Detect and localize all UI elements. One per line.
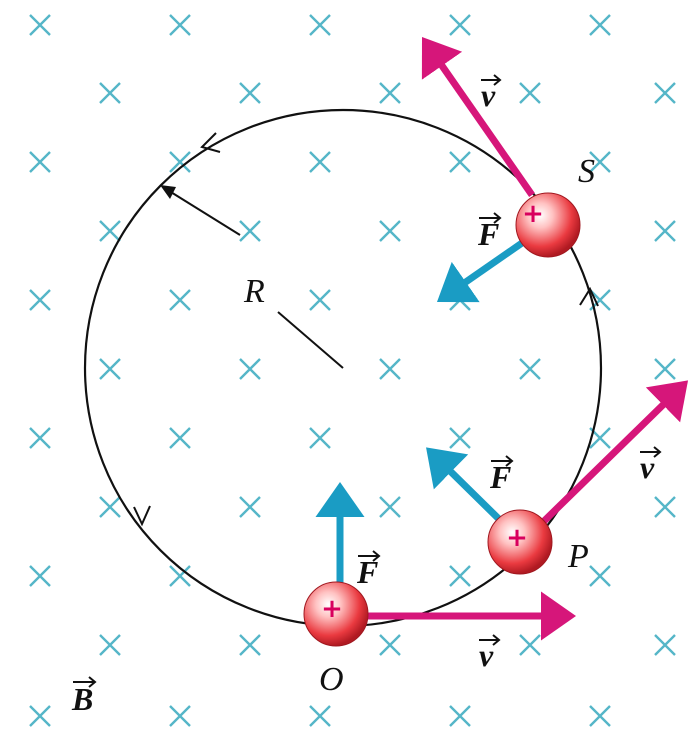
- svg-text:F: F: [356, 554, 378, 590]
- charge-sign-S: +: [522, 199, 544, 229]
- cross-icon: [169, 427, 191, 449]
- cross-icon: [654, 220, 676, 242]
- cross-icon: [309, 14, 331, 36]
- vector-arrow-icon: [491, 455, 514, 467]
- vector-arrow-icon: [479, 212, 502, 224]
- cross-icon: [379, 634, 401, 656]
- cross-icon: [654, 82, 676, 104]
- force-label-S: F: [477, 212, 502, 252]
- vector-arrow-icon: [73, 676, 97, 688]
- cross-icon: [29, 151, 51, 173]
- svg-text:F: F: [489, 459, 511, 495]
- velocity-arrow-S: [421, 37, 535, 197]
- svg-text:F: F: [477, 216, 499, 252]
- charge-P: +: [487, 509, 553, 575]
- cross-icon: [654, 358, 676, 380]
- charge-O: +: [303, 581, 369, 647]
- cross-icon: [449, 289, 471, 311]
- velocity-arrow-P: [537, 380, 689, 528]
- cross-icon: [309, 151, 331, 173]
- svg-text:v: v: [640, 449, 655, 485]
- radius-line-upper: [165, 188, 241, 236]
- cross-icon: [29, 14, 51, 36]
- cross-icon: [379, 220, 401, 242]
- direction-chevron-top-icon: [200, 132, 221, 153]
- cross-icon: [99, 82, 121, 104]
- cross-icon: [169, 705, 191, 727]
- cross-icon: [519, 82, 541, 104]
- charge-S: +: [515, 192, 581, 258]
- cross-icon: [169, 14, 191, 36]
- cross-icon: [239, 496, 261, 518]
- cross-icon: [99, 220, 121, 242]
- vector-arrow-icon: [479, 634, 501, 646]
- charge-sign-P: +: [506, 523, 528, 553]
- point-P-label: P: [567, 538, 589, 575]
- cross-icon: [99, 634, 121, 656]
- field-label-B: B: [71, 676, 97, 717]
- cross-icon: [379, 358, 401, 380]
- point-O-label: O: [319, 661, 344, 698]
- force-label-O: F: [356, 550, 381, 590]
- point-S-label: S: [578, 153, 595, 190]
- svg-text:B: B: [71, 681, 93, 717]
- cross-icon: [654, 634, 676, 656]
- cross-icon: [169, 289, 191, 311]
- magnetic-field-marks: [29, 14, 676, 727]
- radius-label: R: [243, 273, 265, 310]
- vector-arrow-icon: [481, 74, 502, 86]
- velocity-label-P: v: [640, 446, 662, 485]
- cross-icon: [239, 82, 261, 104]
- cross-icon: [29, 705, 51, 727]
- velocity-label-S: v: [481, 74, 502, 113]
- cross-icon: [169, 565, 191, 587]
- cross-icon: [379, 496, 401, 518]
- cross-icon: [589, 151, 611, 173]
- cross-icon: [654, 496, 676, 518]
- cross-icon: [29, 289, 51, 311]
- direction-chevron-right-icon: [579, 286, 599, 307]
- charge-sign-O: +: [321, 594, 343, 624]
- force-arrow-P: [426, 447, 508, 528]
- cross-icon: [99, 358, 121, 380]
- svg-text:v: v: [479, 637, 494, 673]
- vector-arrow-icon: [358, 550, 381, 562]
- cross-icon: [239, 220, 261, 242]
- radius-line-lower: [277, 311, 344, 369]
- cross-icon: [449, 565, 471, 587]
- direction-chevron-left-icon: [133, 505, 151, 527]
- cross-icon: [99, 496, 121, 518]
- force-arrow-S: [436, 240, 524, 303]
- cross-icon: [519, 634, 541, 656]
- cross-icon: [29, 565, 51, 587]
- velocity-label-O: v: [479, 634, 501, 673]
- cross-icon: [519, 358, 541, 380]
- cross-icon: [449, 705, 471, 727]
- cross-icon: [239, 358, 261, 380]
- cross-icon: [449, 427, 471, 449]
- svg-text:v: v: [481, 77, 496, 113]
- cross-icon: [239, 634, 261, 656]
- radius-arrowhead-icon: [160, 185, 176, 199]
- cross-icon: [169, 151, 191, 173]
- cross-icon: [379, 82, 401, 104]
- vector-arrow-icon: [640, 446, 662, 458]
- cross-icon: [309, 705, 331, 727]
- cross-icon: [589, 705, 611, 727]
- cross-icon: [589, 14, 611, 36]
- cross-icon: [449, 14, 471, 36]
- force-label-P: F: [489, 455, 514, 495]
- cross-icon: [309, 427, 331, 449]
- cross-icon: [589, 565, 611, 587]
- cross-icon: [309, 289, 331, 311]
- cross-icon: [449, 151, 471, 173]
- cross-icon: [29, 427, 51, 449]
